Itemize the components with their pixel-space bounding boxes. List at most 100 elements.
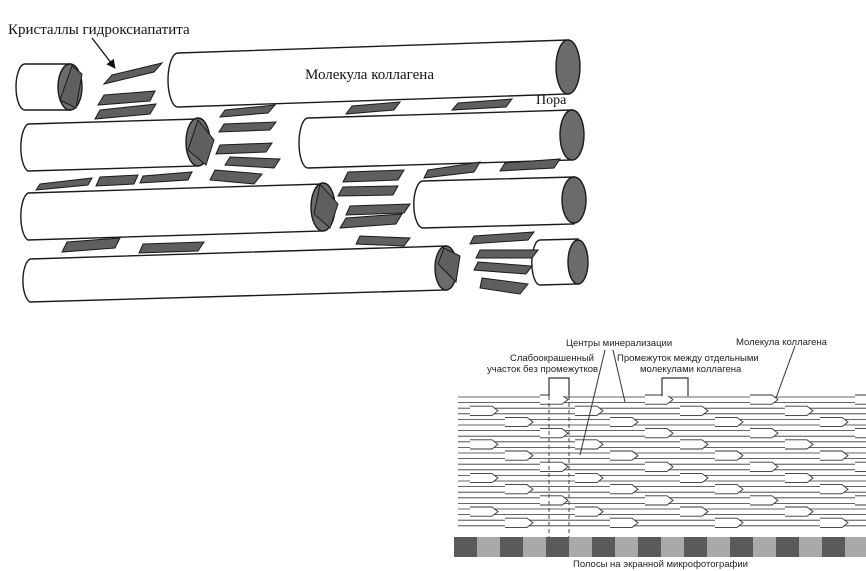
crystal	[499, 158, 561, 172]
crystal	[95, 174, 139, 187]
fibril-arrow	[785, 472, 814, 484]
crystal	[473, 261, 533, 275]
weakly-stained-bracket	[548, 377, 570, 396]
fibril-arrow	[610, 484, 639, 495]
crystal	[61, 237, 121, 253]
crystal	[218, 121, 278, 133]
mineralization-centers-label: Центры минерализации	[566, 338, 672, 349]
band-segment	[845, 537, 866, 557]
fibril-arrow	[470, 472, 499, 484]
collagen-cylinders	[15, 39, 589, 303]
crystal	[224, 156, 281, 169]
fibril-arrow	[470, 405, 499, 416]
fibril-arrow	[540, 394, 569, 405]
collagen-molecule-label: Молекула коллагена	[736, 337, 828, 348]
fibril-arrow	[750, 428, 779, 439]
pore-label: Пора	[536, 93, 567, 108]
band-segment	[454, 537, 477, 557]
collagen-cylinder	[20, 182, 336, 241]
fibril-arrow	[820, 517, 849, 528]
band-segment	[822, 537, 845, 557]
fibril-arrow	[680, 405, 709, 416]
fibril-arrows	[470, 394, 866, 528]
fibril-lines	[458, 396, 866, 527]
collagen-cylinder	[413, 176, 587, 229]
fibril-arrow	[645, 495, 674, 506]
crystal	[35, 177, 93, 191]
fibril-arrow	[610, 450, 639, 461]
fibril-arrow	[610, 517, 639, 528]
band-segment	[569, 537, 592, 557]
fibril-arrow	[610, 416, 639, 428]
crystal	[187, 118, 215, 166]
hydroxyapatite-crystals	[35, 62, 561, 295]
weakly-stained-label-line1: Слабоокрашенный	[510, 353, 594, 364]
crystal	[469, 231, 536, 245]
fibril-arrow	[820, 450, 849, 461]
fibril-arrow	[505, 484, 534, 495]
fibril-arrow	[505, 416, 534, 428]
fibril-arrow	[645, 394, 674, 405]
band-segment	[776, 537, 799, 557]
crystal	[479, 277, 529, 295]
crystals-label: Кристаллы гидроксиапатита	[8, 22, 190, 38]
fibril-arrow	[645, 428, 674, 439]
crystal	[437, 247, 461, 284]
fibril-arrow	[680, 506, 709, 517]
label-pointers	[579, 345, 796, 456]
band-segment	[799, 537, 822, 557]
band-segment	[638, 537, 661, 557]
crystal	[423, 161, 481, 179]
crystal	[337, 185, 399, 197]
fibril-arrow	[505, 517, 534, 528]
fibril-arrow	[785, 439, 814, 450]
band-segment	[615, 537, 638, 557]
crystal	[342, 169, 405, 183]
fibril-arrow	[645, 461, 674, 472]
crystal	[215, 142, 273, 155]
mineralized-collagen-fibril-diagram: Кристаллы гидроксиапатита Молекула колла…	[8, 22, 589, 303]
crystal	[139, 171, 193, 184]
band-segment	[592, 537, 615, 557]
crystal	[313, 182, 339, 229]
fibril-arrow	[715, 517, 744, 528]
fibril-arrow	[855, 461, 866, 472]
band-segment	[753, 537, 776, 557]
fibril-arrow	[540, 495, 569, 506]
fibril-arrow	[680, 439, 709, 450]
band-segment	[477, 537, 500, 557]
region-brackets	[548, 377, 689, 396]
fibril-arrow	[750, 461, 779, 472]
crystal	[355, 235, 411, 247]
bands-caption: Полосы на экранной микрофотографии	[573, 559, 748, 570]
band-strip	[454, 537, 866, 557]
crystal	[59, 65, 83, 109]
weakly-stained-label-line2: участок без промежутков	[487, 364, 598, 375]
fibril-arrow	[470, 439, 499, 450]
fibril-arrow	[575, 506, 604, 517]
fibril-arrow	[505, 450, 534, 461]
fibril-arrow	[750, 495, 779, 506]
fibril-arrow	[715, 450, 744, 461]
gap-bracket	[661, 377, 689, 396]
fibril-arrow	[785, 405, 814, 416]
collagen-pointer	[775, 345, 796, 399]
band-segment	[684, 537, 707, 557]
collagen-molecule-label: Молекула коллагена	[305, 67, 434, 83]
fibril-arrow	[715, 416, 744, 428]
fibril-arrow	[575, 439, 604, 450]
band-segment	[730, 537, 753, 557]
fibril-arrow	[540, 461, 569, 472]
crystal	[138, 241, 205, 254]
band-segment	[546, 537, 569, 557]
band-segment	[661, 537, 684, 557]
fibril-arrow	[855, 495, 866, 506]
fibril-arrow	[680, 472, 709, 484]
fibril-arrow	[855, 428, 866, 439]
fibril-arrow	[715, 484, 744, 495]
fibril-arrow	[470, 506, 499, 517]
collagen-cylinder	[22, 245, 458, 303]
fibril-arrow	[575, 472, 604, 484]
crystal	[102, 62, 164, 85]
collagen-cylinder	[298, 109, 585, 169]
